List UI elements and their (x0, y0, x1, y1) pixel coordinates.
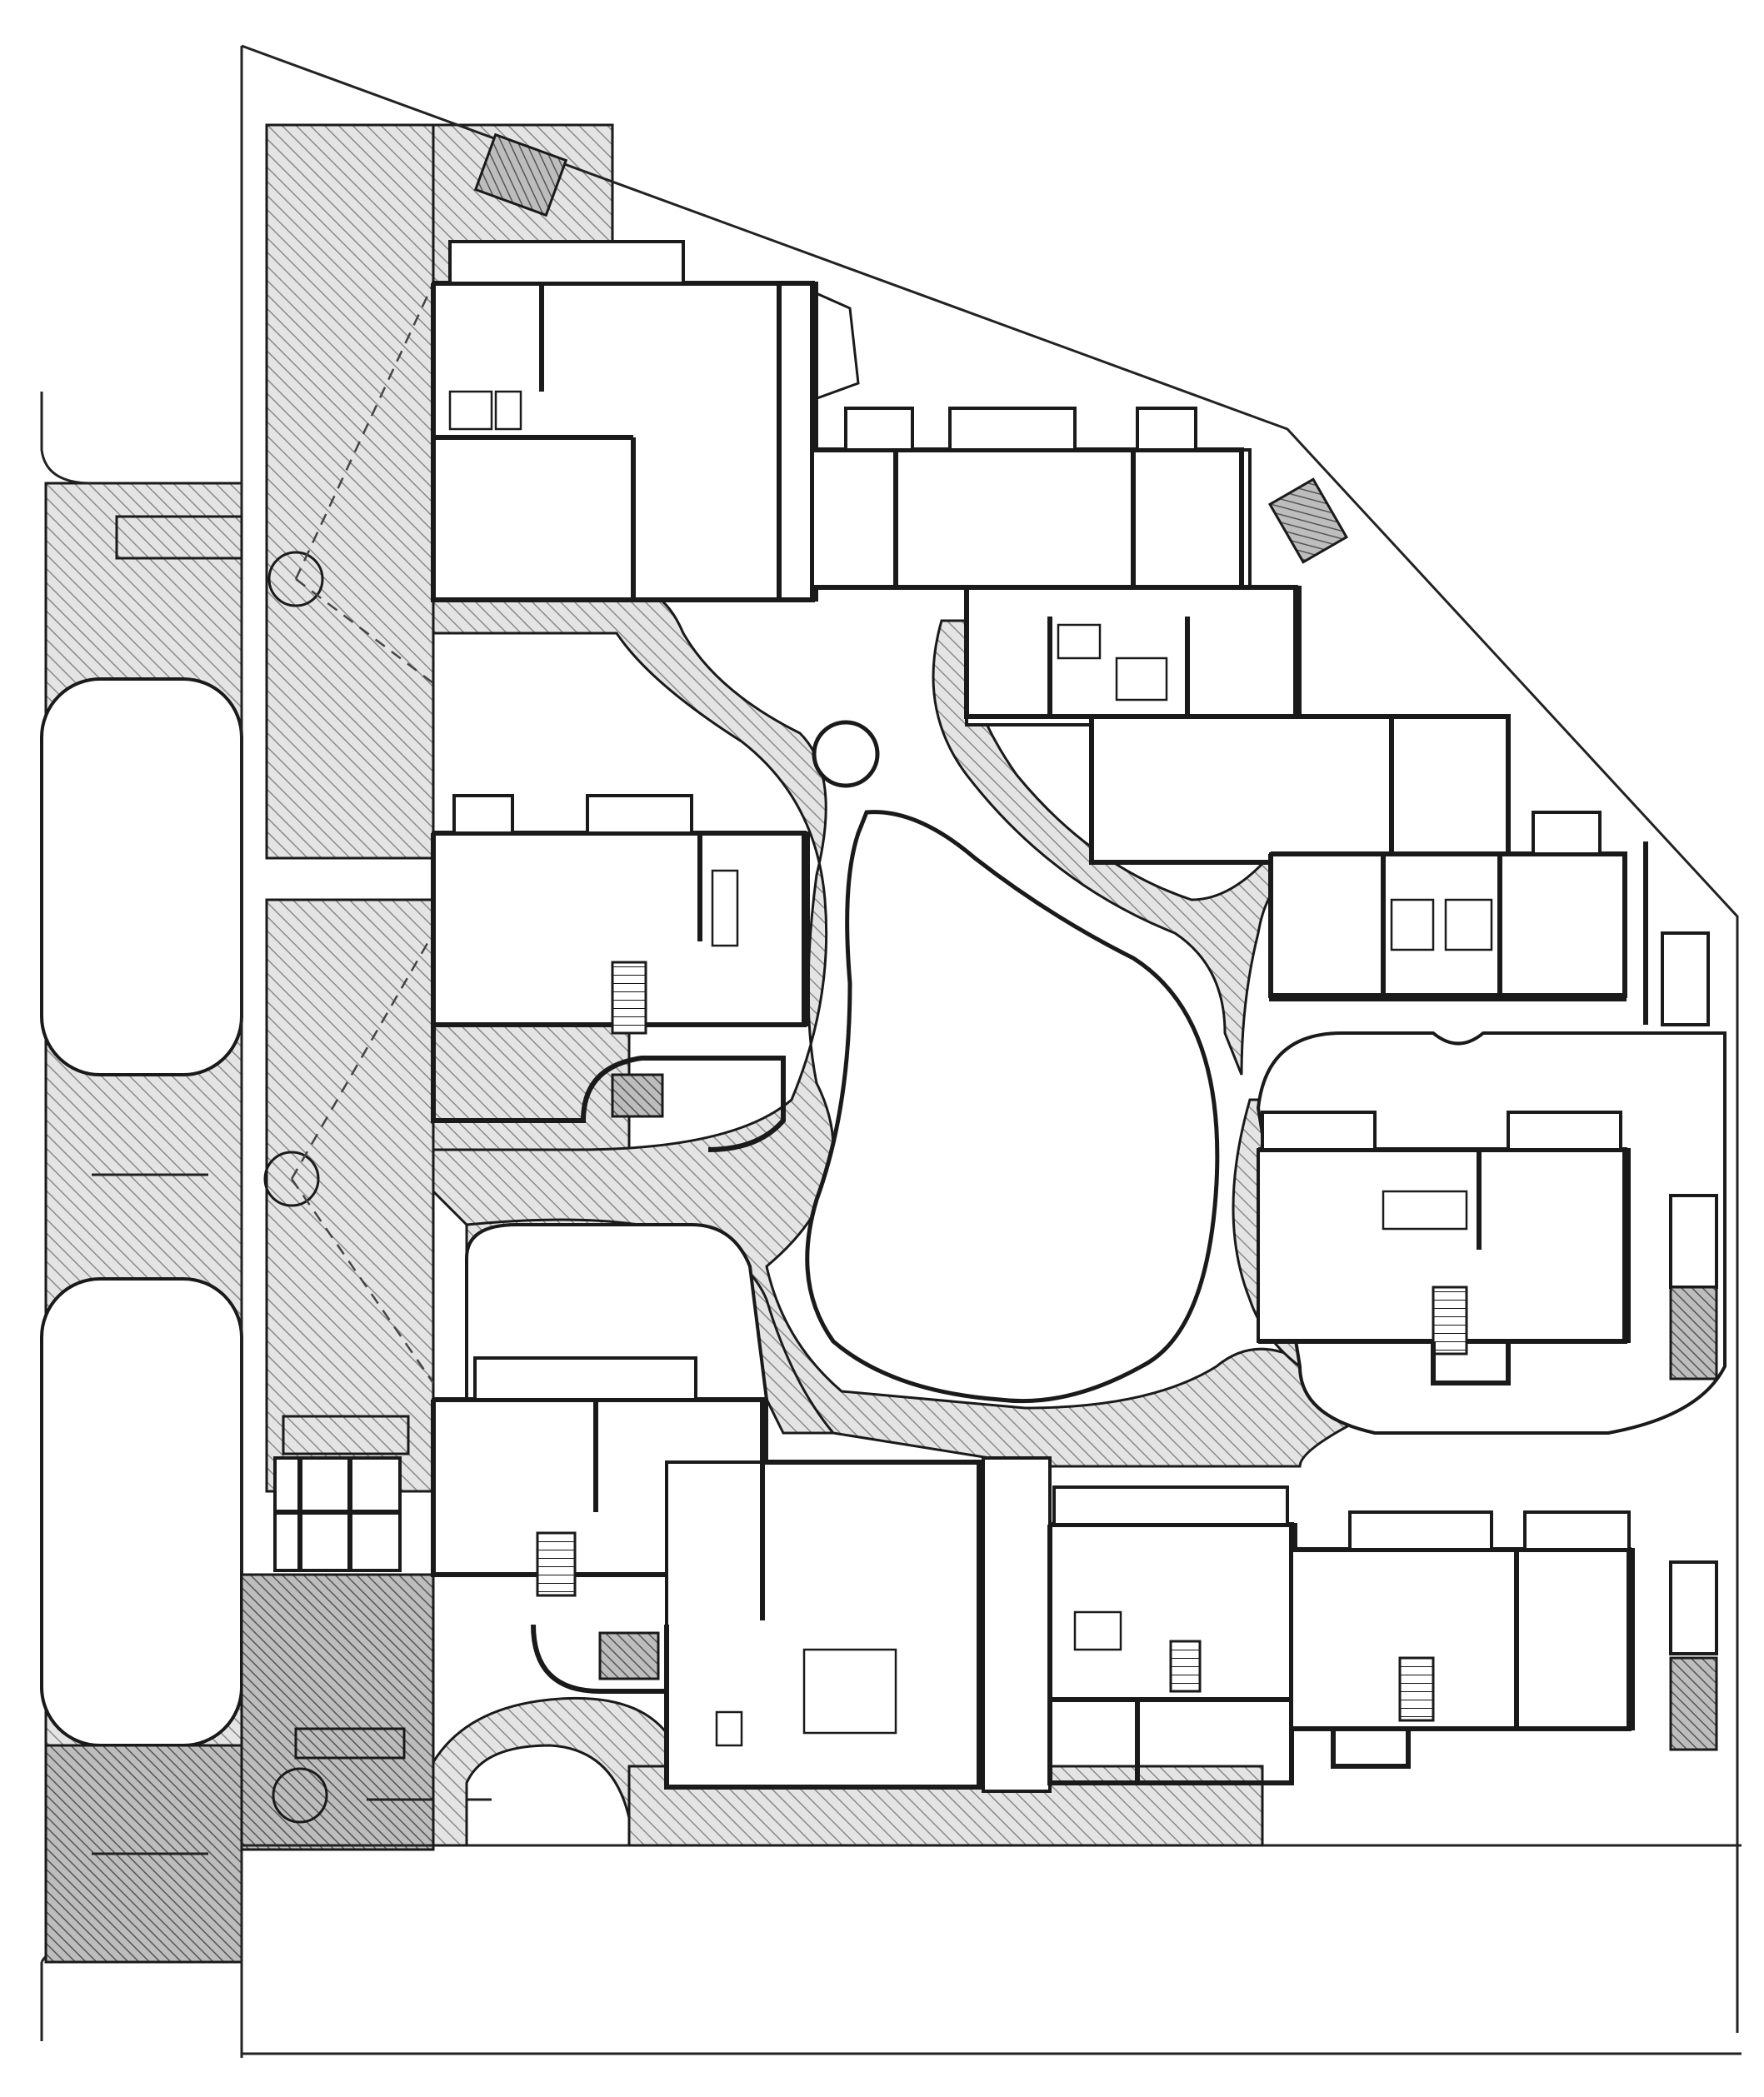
entry-southwest (273, 1456, 402, 1572)
sightline (295, 578, 434, 684)
unit-north-1-outline (432, 282, 818, 602)
kitchen-counter (802, 1648, 897, 1735)
terrace-bench (1052, 1485, 1289, 1526)
wall (431, 281, 815, 602)
annotations (115, 515, 410, 1760)
parked-block-1 (40, 677, 243, 1076)
boundary-line (241, 44, 1739, 2033)
unit-north-3-outline (965, 586, 1302, 726)
walkway-ring (432, 591, 1369, 1468)
unit-west-3-outline (665, 1460, 985, 1789)
stair (611, 961, 647, 1035)
unit-north-2-outline (811, 448, 1252, 589)
curb-top (40, 392, 92, 485)
terrace-bench (844, 407, 914, 452)
toilet (1390, 898, 1435, 951)
terrace-bench (452, 794, 514, 835)
garage-hatch (1669, 1656, 1718, 1751)
unit-north-1 (431, 132, 860, 602)
kitchen-counter (1382, 1190, 1468, 1231)
bay-window (811, 289, 860, 402)
stair (1169, 1640, 1202, 1693)
sink (494, 390, 522, 431)
unit-south-2 (1290, 1510, 1718, 1769)
wall (431, 1025, 786, 1152)
wall (1268, 851, 1627, 998)
street-west (40, 46, 243, 2058)
unit-west-2 (431, 1223, 985, 1790)
central-lawn (805, 810, 1220, 1404)
bath (1444, 898, 1493, 951)
tree-1 (267, 551, 324, 607)
stair (1398, 1656, 1435, 1722)
parking-strip-3 (240, 1573, 435, 1851)
parking-strip-1 (265, 123, 435, 860)
garden-west-2 (465, 1223, 769, 1401)
parking-strip-2 (265, 898, 435, 1493)
sightline (290, 1178, 435, 1384)
garage (1661, 931, 1710, 1026)
terrace-bench (586, 794, 693, 835)
unit-north-4-outline (1090, 715, 1510, 864)
kitchen-counter (1073, 1610, 1122, 1651)
unit-north-3 (964, 585, 1302, 726)
sightline (290, 932, 435, 1180)
stair (1432, 1286, 1468, 1356)
toilet (715, 1710, 743, 1747)
wall (531, 1624, 669, 1694)
planter (611, 1073, 664, 1118)
stair (536, 1531, 577, 1597)
tree-2 (263, 1151, 320, 1207)
wall (1431, 1341, 1511, 1386)
terrace-bench (1532, 811, 1602, 856)
unit-west-1 (431, 794, 810, 1152)
terrace-bench (1261, 1111, 1377, 1151)
garage (1669, 1194, 1718, 1289)
walkway-east (932, 619, 1302, 1076)
unit-east-1 (1256, 1031, 1727, 1435)
tub (711, 869, 739, 947)
toilet (448, 390, 493, 431)
unit-north-2 (811, 407, 1349, 590)
wall (1331, 1729, 1411, 1769)
tree-3 (272, 1767, 328, 1824)
passage (982, 1456, 1052, 1793)
terrace-bench (1136, 407, 1197, 452)
toilet (1057, 623, 1102, 660)
planter (598, 1631, 660, 1680)
note-box (294, 1727, 406, 1760)
terrace-bench (473, 1356, 697, 1401)
fountain (812, 720, 880, 788)
chimney (1267, 477, 1349, 564)
terrace-bench (948, 407, 1077, 452)
sightline (294, 282, 435, 580)
terrace-bench (1348, 1510, 1493, 1551)
unit-south-2-outline (1290, 1548, 1635, 1730)
chimney (473, 132, 568, 217)
note-box (115, 515, 243, 560)
unit-north-4 (1089, 714, 1710, 1026)
terrace-bench (1507, 1111, 1622, 1151)
wall (664, 1460, 982, 1790)
note-box (282, 1415, 410, 1455)
terrace-bench (448, 240, 685, 285)
bath (1115, 657, 1168, 701)
terrace-bench (1523, 1510, 1631, 1551)
garage (1669, 1560, 1718, 1655)
unit-south-1 (982, 1456, 1297, 1793)
parked-block-2 (40, 1277, 243, 1747)
garage-hatch (1669, 1286, 1718, 1381)
